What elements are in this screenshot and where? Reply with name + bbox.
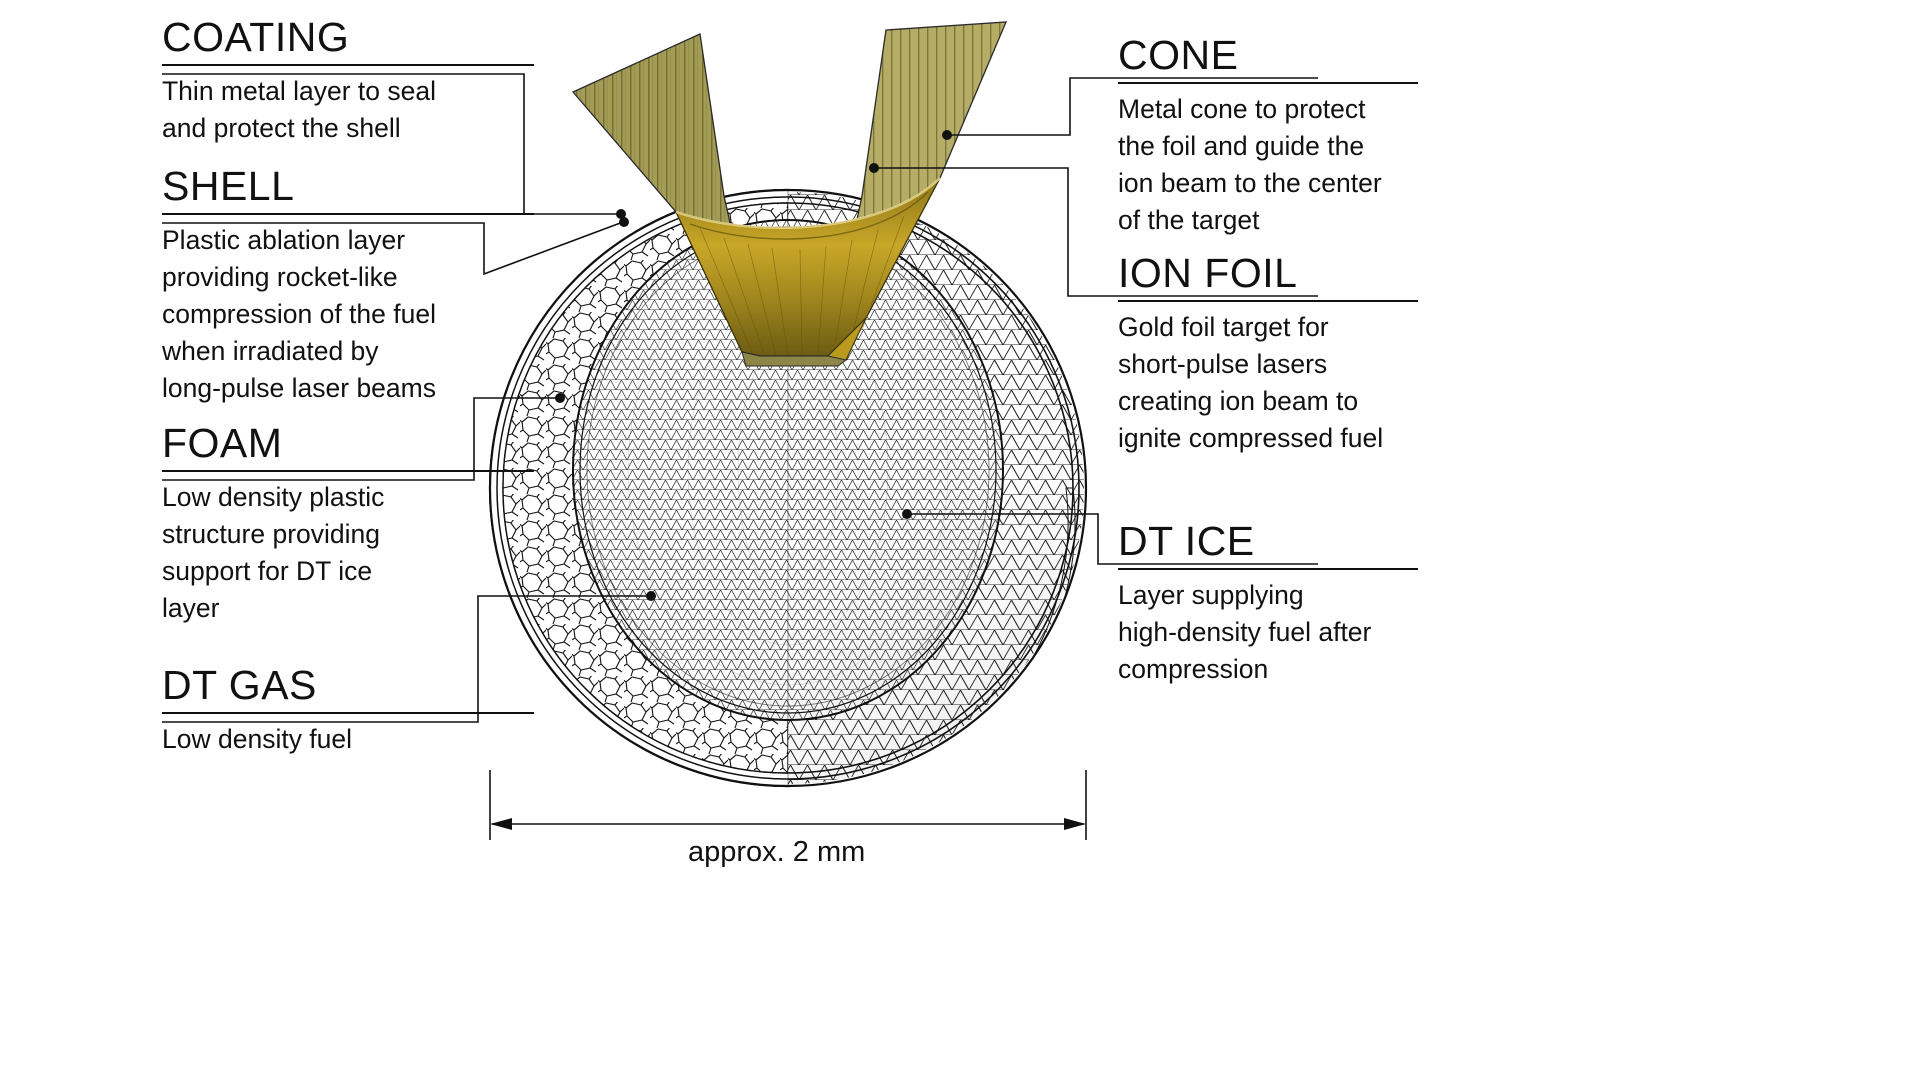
cone-rim-highlight — [675, 177, 941, 229]
dt-ice-outer-boundary — [572, 219, 1004, 721]
dt-ice-layer — [572, 219, 1004, 721]
leader-dots — [555, 130, 952, 601]
dimension-arrowheads — [490, 818, 1086, 830]
cone-tip — [741, 351, 848, 367]
callout-cone-body: Metal cone to protect the foil and guide… — [1118, 94, 1382, 235]
callout-cone-rule — [1118, 82, 1418, 84]
dot-ion-foil — [869, 163, 879, 173]
callout-dt-ice: DT ICE Layer supplying high-density fuel… — [1118, 518, 1418, 688]
callout-foam-body: Low density plastic structure providing … — [162, 482, 385, 623]
callout-ion-foil-rule — [1118, 300, 1418, 302]
callout-shell-heading: SHELL — [162, 163, 295, 209]
callout-foam: FOAM Low density plastic structure provi… — [162, 420, 534, 627]
callout-dt-ice-rule — [1118, 568, 1418, 570]
callout-dt-gas-heading: DT GAS — [162, 662, 317, 708]
callout-ion-foil: ION FOIL Gold foil target for short-puls… — [1118, 250, 1418, 457]
dim-arrow-right — [1064, 818, 1086, 830]
dot-coating — [616, 209, 626, 219]
callout-shell-rule — [162, 213, 534, 215]
callout-dt-gas-body: Low density fuel — [162, 724, 353, 754]
cone-group — [571, 21, 1008, 367]
leader-lines — [162, 73, 1318, 723]
leader-foam — [162, 397, 560, 481]
dot-shell — [619, 217, 629, 227]
callout-cone-heading: CONE — [1118, 32, 1239, 78]
callout-coating-rule — [162, 64, 534, 66]
dot-dt-gas — [646, 591, 656, 601]
callout-shell-body: Plastic ablation layer providing rocket-… — [162, 225, 436, 403]
callout-foam-rule — [162, 470, 534, 472]
leader-ion-foil — [874, 167, 1318, 297]
dot-dt-ice — [902, 509, 912, 519]
leader-cone — [947, 77, 1318, 136]
dim-arrow-left — [490, 818, 512, 830]
callout-dt-gas: DT GAS Low density fuel — [162, 662, 534, 758]
callout-dt-ice-heading: DT ICE — [1118, 518, 1255, 564]
callout-coating: COATING Thin metal layer to seal and pro… — [162, 14, 534, 147]
dot-cone — [942, 130, 952, 140]
leader-shell — [162, 221, 624, 276]
callout-ion-foil-body: Gold foil target for short-pulse lasers … — [1118, 312, 1384, 453]
callout-foam-heading: FOAM — [162, 420, 283, 466]
callout-shell: SHELL Plastic ablation layer providing r… — [162, 163, 534, 407]
leader-dt-ice — [907, 513, 1318, 565]
callout-coating-body: Thin metal layer to seal and protect the… — [162, 76, 436, 143]
callout-coating-heading: COATING — [162, 14, 350, 60]
dot-foam — [555, 393, 565, 403]
callout-dt-ice-body: Layer supplying high-density fuel after … — [1118, 580, 1372, 684]
callout-ion-foil-heading: ION FOIL — [1118, 250, 1298, 296]
leader-coating — [162, 73, 621, 215]
dimension-annotation — [489, 770, 1087, 840]
callout-dt-gas-rule — [162, 712, 534, 714]
dimension-label: approx. 2 mm — [688, 836, 866, 868]
leader-dt-gas — [162, 595, 651, 723]
callout-cone: CONE Metal cone to protect the foil and … — [1118, 32, 1418, 239]
cone-throat-ribs — [699, 215, 905, 357]
